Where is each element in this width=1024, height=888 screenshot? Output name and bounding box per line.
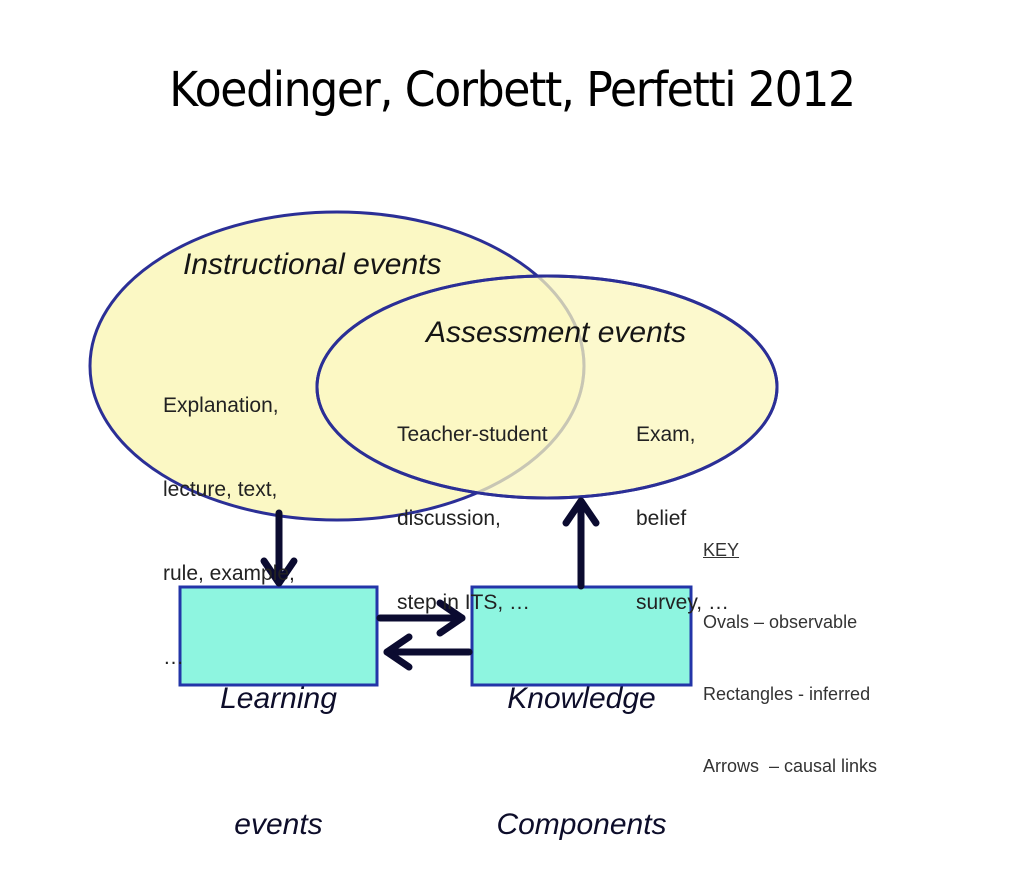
key-entry: Rectangles - inferred xyxy=(703,684,871,704)
diagram-canvas xyxy=(88,210,779,687)
overlap-examples: Teacher-student discussion, step in ITS,… xyxy=(397,365,548,645)
key-entry: Ovals – observable xyxy=(703,612,858,632)
instructional-events-title: Instructional events xyxy=(183,248,442,281)
knowledge-components-label: Knowledge Components xyxy=(472,594,691,888)
slide-title: Koedinger, Corbett, Perfetti 2012 xyxy=(169,62,856,118)
instructional-events-examples: Explanation, lecture, text, rule, exampl… xyxy=(163,336,295,700)
assessment-item: survey, … xyxy=(636,591,729,614)
arrow-right-icon xyxy=(376,599,466,637)
overlap-item: step in ITS, … xyxy=(397,591,531,614)
arrow-down-icon xyxy=(260,509,298,587)
assessment-events-examples: Exam, belief survey, … xyxy=(636,365,729,645)
instructional-item: lecture, text, xyxy=(163,478,278,501)
knowledge-components-box xyxy=(470,585,693,687)
instructional-item: Explanation, xyxy=(163,394,279,417)
learning-events-line: events xyxy=(234,808,323,841)
knowledge-components-line: Knowledge xyxy=(507,682,656,715)
learning-events-line: Learning xyxy=(220,682,337,715)
knowledge-components-line: Components xyxy=(496,808,667,841)
key-entry: Arrows – causal links xyxy=(703,756,878,776)
arrow-left-icon xyxy=(383,633,473,671)
instructional-item: rule, example, xyxy=(163,562,295,585)
assessment-item: belief xyxy=(636,507,687,530)
assessment-item: Exam, xyxy=(636,423,696,446)
assessment-events-title: Assessment events xyxy=(426,316,687,349)
arrow-up-icon xyxy=(562,497,600,590)
learning-events-box xyxy=(178,585,379,687)
learning-events-label: Learning events xyxy=(180,594,377,888)
instructional-item: … xyxy=(163,646,184,669)
key-heading: KEY xyxy=(703,540,740,560)
overlap-item: discussion, xyxy=(397,507,501,530)
overlap-item: Teacher-student xyxy=(397,423,548,446)
diagram-key: KEY Ovals – observable Rectangles - infe… xyxy=(703,490,877,802)
overlap-edge xyxy=(317,276,586,498)
